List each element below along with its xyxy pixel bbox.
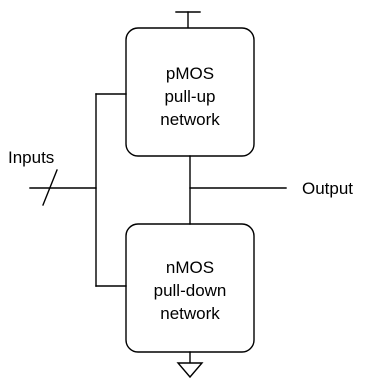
pmos-pull-up-network: pMOS pull-up network bbox=[125, 27, 255, 157]
nmos-label-line2: pull-down bbox=[154, 281, 227, 300]
pmos-label-line1: pMOS bbox=[166, 64, 214, 83]
input-bus-wire bbox=[29, 93, 127, 287]
pmos-label-line3: network bbox=[160, 110, 220, 129]
output-node-wire bbox=[189, 155, 287, 225]
ground-symbol bbox=[176, 351, 204, 379]
nmos-pull-down-network: nMOS pull-down network bbox=[125, 223, 255, 353]
output-label: Output bbox=[302, 179, 353, 198]
nmos-label-line1: nMOS bbox=[166, 258, 214, 277]
nmos-label-line3: network bbox=[160, 304, 220, 323]
inputs-label: Inputs bbox=[8, 148, 54, 167]
pmos-label-line2: pull-up bbox=[164, 87, 215, 106]
bus-slash-marker bbox=[42, 169, 58, 206]
vdd-symbol bbox=[175, 11, 201, 29]
